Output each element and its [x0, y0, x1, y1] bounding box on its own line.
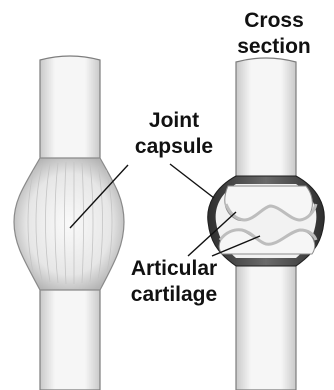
articular-cartilage-label: Articular cartilage: [110, 256, 238, 308]
left-joint: [14, 56, 124, 390]
right-lower-bone: [236, 262, 296, 390]
cross-section-label: Cross section: [216, 8, 332, 60]
joint-capsule-label: Joint capsule: [110, 108, 238, 160]
right-upper-bone: [236, 58, 296, 182]
left-upper-bone: [40, 56, 100, 170]
capsule-leader-right: [170, 164, 214, 198]
